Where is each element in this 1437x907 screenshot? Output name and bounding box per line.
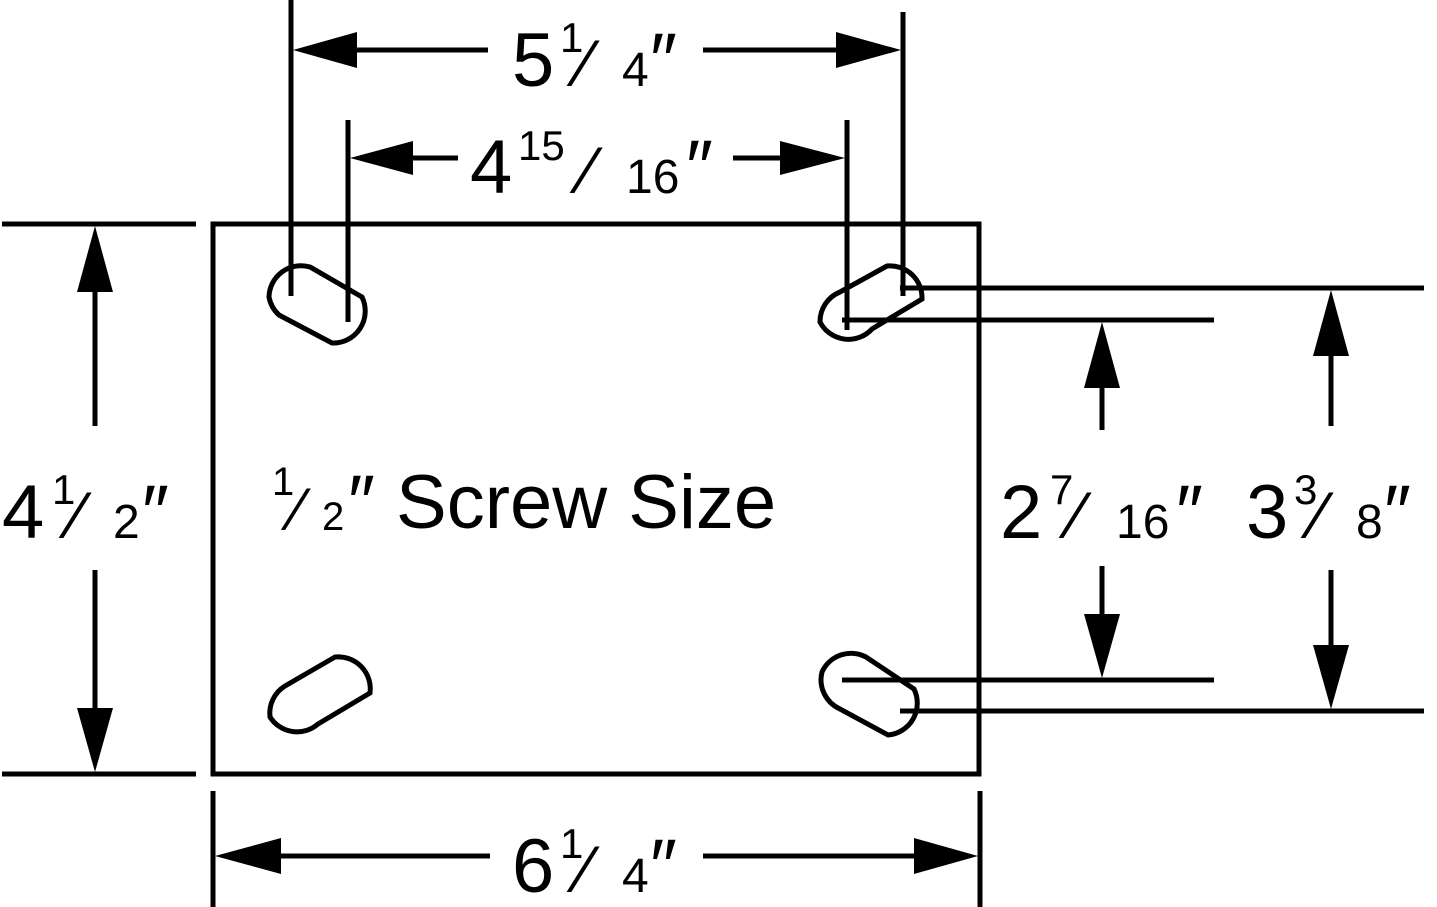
- dim-bottom-inch: ″: [650, 824, 677, 907]
- dim-top-outer-den: 4: [622, 44, 649, 97]
- arrow-left: [350, 141, 413, 175]
- dim-left-inch: ″: [142, 470, 169, 555]
- dim-right-inner-den: 16: [1116, 496, 1169, 549]
- slot-bottom-left: [267, 654, 373, 735]
- slot-top-left: [266, 263, 368, 346]
- arrow-down: [1084, 614, 1120, 678]
- dim-right-inner-whole: 2: [1000, 470, 1042, 555]
- arrow-down: [1313, 645, 1349, 709]
- screw-size-denominator: 2: [322, 495, 344, 539]
- screw-size-text: ″ Screw Size: [348, 460, 776, 545]
- dim-top-outer-whole: 5: [512, 18, 554, 103]
- dim-right-inner-num: 7: [1050, 466, 1073, 513]
- slot-bottom-right: [818, 650, 920, 738]
- dim-right-outer-whole: 3: [1246, 470, 1288, 555]
- dim-top-outer-inch: ″: [650, 18, 677, 103]
- plate-outline: [210, 221, 982, 777]
- dim-top-inner-num: 15: [518, 122, 565, 169]
- dim-right-inner: 2 7 ⁄ 16 ″: [842, 317, 1214, 683]
- dim-top-inner-whole: 4: [470, 125, 512, 210]
- arrow-up: [1084, 322, 1120, 388]
- arrow-left: [293, 32, 357, 68]
- dim-right-outer-num: 3: [1294, 466, 1317, 513]
- dim-bottom-den: 4: [622, 850, 649, 903]
- dim-left-whole: 4: [2, 470, 44, 555]
- arrow-down: [77, 708, 113, 772]
- screw-size-numerator: 1: [272, 460, 294, 504]
- arrow-right: [914, 838, 978, 874]
- arrow-right: [836, 32, 901, 68]
- dim-top-outer-num: 1: [560, 14, 583, 61]
- screw-size-label: 1 ⁄ 2 ″ Screw Size: [272, 460, 776, 545]
- dim-right-outer-inch: ″: [1384, 470, 1411, 555]
- dim-right-outer-den: 8: [1356, 496, 1383, 549]
- arrow-right: [780, 141, 845, 175]
- arrow-left: [215, 838, 281, 874]
- arrow-up: [77, 226, 113, 292]
- dim-right-inner-inch: ″: [1176, 470, 1203, 555]
- dim-bottom-whole: 6: [512, 824, 554, 907]
- dim-top-inner-slash: ⁄: [569, 133, 603, 207]
- slot-top-right: [817, 263, 925, 342]
- dim-left-num: 1: [52, 466, 75, 513]
- arrow-up: [1313, 290, 1349, 356]
- dim-left-den: 2: [113, 496, 140, 549]
- dim-top-inner-inch: ″: [686, 125, 713, 210]
- dim-top-inner: 4 15 ⁄ 16 ″: [345, 120, 850, 330]
- dim-top-inner-den: 16: [626, 151, 679, 204]
- dim-bottom-width: 6 1 ⁄ 4 ″: [210, 791, 983, 907]
- dim-bottom-num: 1: [560, 820, 583, 867]
- dim-left-height: 4 1 ⁄ 2 ″: [2, 221, 196, 777]
- dim-top-outer: 5 1 ⁄ 4 ″: [288, 0, 906, 296]
